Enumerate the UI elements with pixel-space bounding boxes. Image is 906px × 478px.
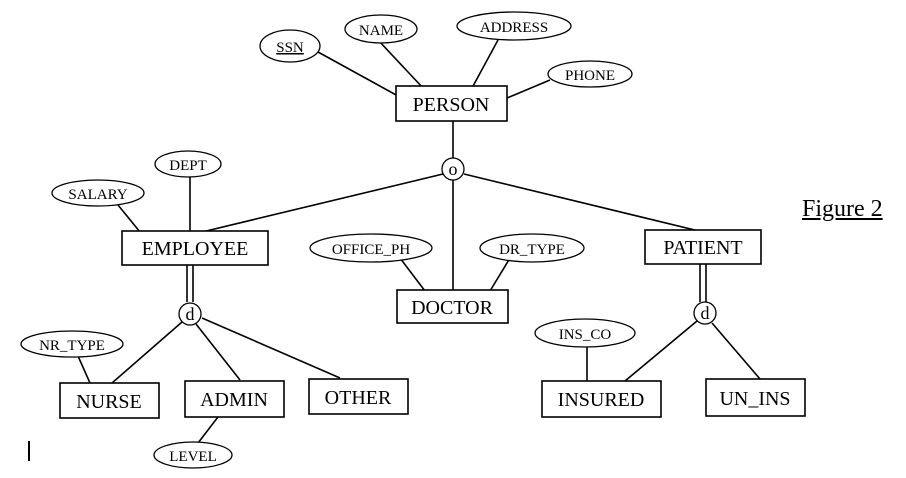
attribute-ins-co: INS_CO xyxy=(534,318,636,348)
entity-admin-label: ADMIN xyxy=(200,389,268,411)
attribute-salary: SALARY xyxy=(51,179,145,207)
entity-employee: EMPLOYEE xyxy=(121,230,269,266)
entity-nurse: NURSE xyxy=(59,382,160,419)
attribute-dept-label: DEPT xyxy=(169,158,207,174)
attribute-ssn-label: SSN xyxy=(276,40,304,56)
entity-doctor-label: DOCTOR xyxy=(411,297,494,319)
attribute-nr-type: NR_TYPE xyxy=(20,330,124,358)
attribute-nr-type-label: NR_TYPE xyxy=(39,338,105,354)
specialization-patient-disjoint-circle: d xyxy=(693,301,717,325)
entity-person: PERSON xyxy=(395,85,508,122)
attribute-office-ph-label: OFFICE_PH xyxy=(332,242,411,258)
attribute-dept: DEPT xyxy=(154,150,222,178)
entity-admin: ADMIN xyxy=(184,380,285,418)
entity-patient-label: PATIENT xyxy=(663,237,742,259)
attribute-level-label: LEVEL xyxy=(169,449,216,465)
entity-nurse-label: NURSE xyxy=(76,391,142,413)
attribute-name: NAME xyxy=(344,14,418,44)
specialization-patient-label: d xyxy=(701,303,710,323)
entity-person-label: PERSON xyxy=(413,94,490,116)
entity-other-label: OTHER xyxy=(325,387,392,409)
specialization-overlap-circle: o xyxy=(441,157,465,181)
attribute-phone: PHONE xyxy=(547,60,633,88)
specialization-employee-disjoint-circle: d xyxy=(178,302,202,326)
specialization-employee-label: d xyxy=(186,304,195,324)
attribute-address: ADDRESS xyxy=(456,11,572,41)
attribute-ins-co-label: INS_CO xyxy=(559,327,612,343)
entity-employee-label: EMPLOYEE xyxy=(142,238,249,260)
text-cursor xyxy=(28,441,30,461)
attribute-dr-type: DR_TYPE xyxy=(479,233,585,263)
entity-un-ins-label: UN_INS xyxy=(719,388,790,410)
entity-insured-label: INSURED xyxy=(558,389,645,411)
entity-insured: INSURED xyxy=(541,380,662,418)
entity-other: OTHER xyxy=(308,378,409,415)
figure-caption: Figure 2 xyxy=(802,196,883,222)
entity-doctor: DOCTOR xyxy=(396,289,509,324)
attribute-address-label: ADDRESS xyxy=(480,20,548,36)
attribute-name-label: NAME xyxy=(359,23,403,39)
entity-un-ins: UN_INS xyxy=(705,378,806,417)
attribute-office-ph: OFFICE_PH xyxy=(309,233,433,263)
specialization-overlap-label: o xyxy=(449,159,458,179)
attribute-dr-type-label: DR_TYPE xyxy=(499,242,565,258)
entity-patient: PATIENT xyxy=(644,229,762,265)
attribute-ssn: SSN xyxy=(259,29,321,63)
connector-lines xyxy=(77,39,761,444)
attribute-level: LEVEL xyxy=(153,441,233,469)
attribute-salary-label: SALARY xyxy=(68,187,127,203)
attribute-phone-label: PHONE xyxy=(565,68,615,84)
